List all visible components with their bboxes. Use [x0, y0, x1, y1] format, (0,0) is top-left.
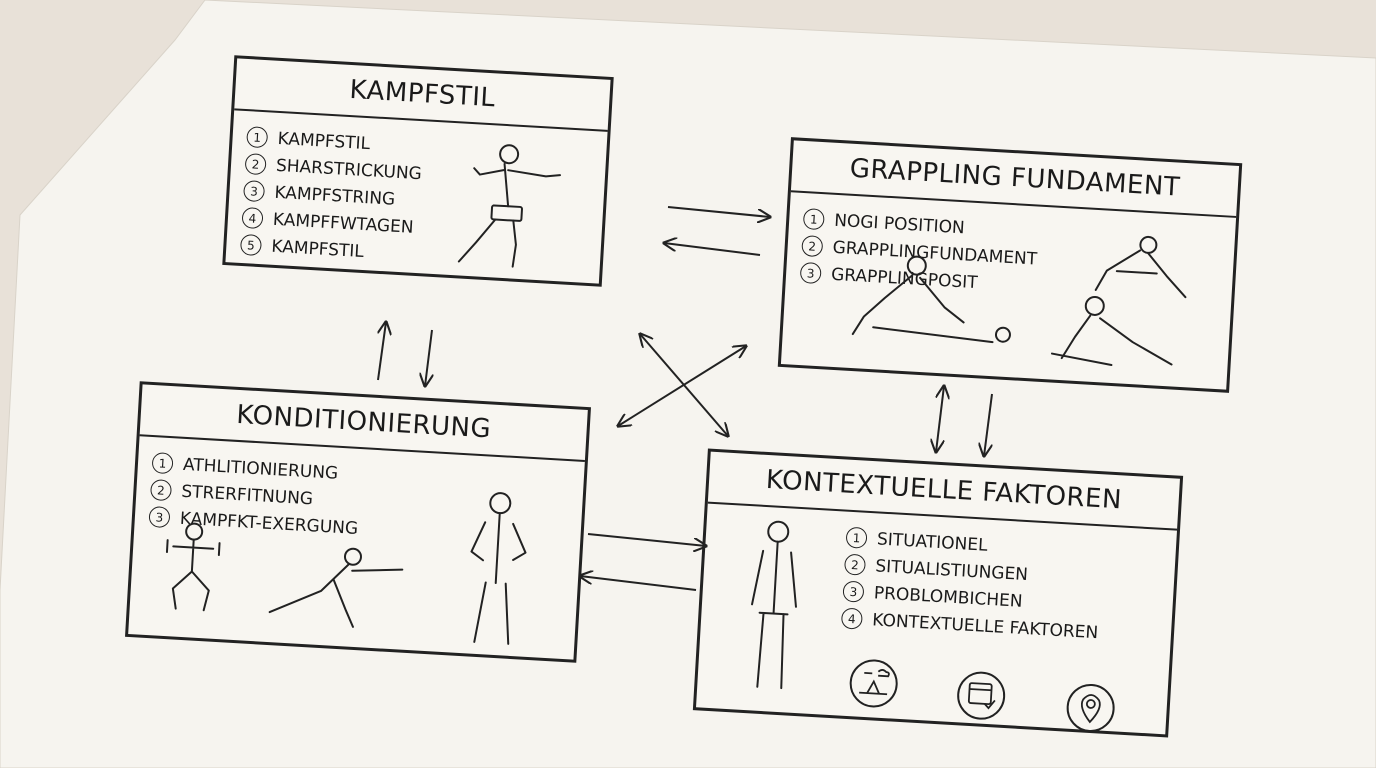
calendar-check-icon — [957, 671, 1006, 720]
location-pin-icon — [1066, 683, 1115, 732]
grappling-figures-icon — [851, 235, 1187, 367]
terrain-weather-icon — [849, 659, 898, 708]
standing-athlete-icon — [751, 520, 797, 690]
conditioning-figures-icon — [165, 492, 527, 645]
boxer-figure-icon — [457, 144, 561, 268]
